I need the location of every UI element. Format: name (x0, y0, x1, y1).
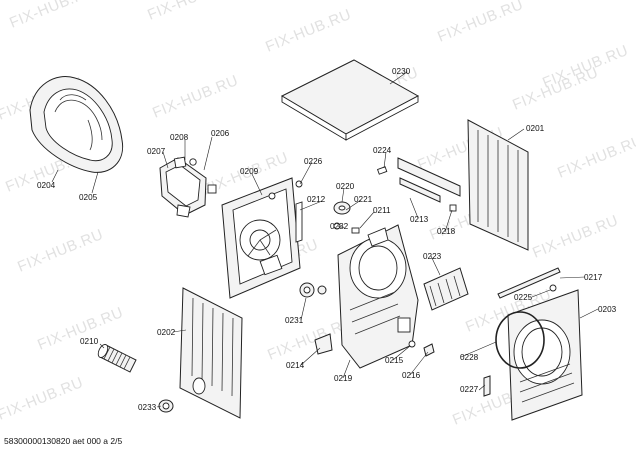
leader-lines (51, 71, 599, 408)
part-label-0201: 0201 (526, 124, 545, 133)
part-label-0210: 0210 (80, 337, 99, 346)
part-label-0207: 0207 (147, 147, 166, 156)
watermark: FIX-HUB.RU (35, 304, 126, 354)
watermark: FIX-HUB.RU (7, 0, 98, 32)
part-label-0214: 0214 (286, 361, 305, 370)
part-label-0227: 0227 (460, 385, 479, 394)
door-gasket-part (495, 311, 545, 369)
part-label-0225: 0225 (514, 293, 533, 302)
bearing-shield-part (337, 224, 419, 369)
exhaust-hose-part (97, 344, 137, 373)
part-label-0226: 0226 (304, 157, 323, 166)
latch-part (483, 375, 491, 397)
part-label-0217: 0217 (584, 273, 603, 282)
part-label-0218: 0218 (437, 227, 456, 236)
fan-pulley-part (299, 282, 327, 298)
part-label-0202: 0202 (157, 328, 176, 337)
watermark: FIX-HUB.RU (435, 0, 526, 46)
part-label-0208: 0208 (170, 133, 189, 142)
watermark: FIX-HUB.RU (263, 6, 354, 56)
part-label-0216: 0216 (402, 371, 421, 380)
watermark: FIX-HUB.RU (530, 212, 621, 262)
sensor-cluster-part (333, 201, 360, 234)
top-cover-part (280, 59, 420, 141)
part-label-0213: 0213 (410, 215, 429, 224)
watermark: FIX-HUB.RU (555, 132, 636, 182)
foot-cap-part (158, 399, 174, 413)
part-label-0209: 0209 (240, 167, 259, 176)
control-module-part (159, 156, 217, 218)
part-label-0211: 0211 (373, 206, 391, 215)
watermark: FIX-HUB.RU (150, 72, 241, 122)
rear-panel-part (221, 177, 301, 299)
watermark: FIX-HUB.RU (145, 0, 236, 24)
part-label-0215: 0215 (385, 356, 404, 365)
part-label-0206: 0206 (211, 129, 230, 138)
diagram-footer: 58300000130820 aet 000 a 2/5 (4, 436, 122, 446)
part-label-0204: 0204 (37, 181, 56, 190)
top-bracket-part (376, 157, 461, 212)
part-label-0224: 0224 (373, 146, 392, 155)
part-label-0220: 0220 (336, 182, 355, 191)
door-seal-part (29, 76, 124, 173)
part-number-labels: 0204 0205 0207 0208 0206 0209 0230 0201 … (37, 67, 617, 412)
trim-strip-part (497, 267, 561, 299)
part-label-0205: 0205 (79, 193, 98, 202)
part-label-0219: 0219 (334, 374, 353, 383)
watermark: FIX-HUB.RU (0, 374, 86, 424)
part-label-0212: 0212 (307, 195, 326, 204)
part-label-0228: 0228 (460, 353, 479, 362)
part-label-0231: 0231 (285, 316, 304, 325)
screw-parts (408, 340, 435, 357)
small-fastener-parts (295, 180, 303, 243)
part-label-0223: 0223 (423, 252, 442, 261)
part-label-0221: 0221 (354, 195, 373, 204)
side-panel-right-part (467, 119, 529, 251)
part-label-0232: 0232 (330, 222, 349, 231)
part-label-0233: 0233 (138, 403, 157, 412)
part-label-0203: 0203 (598, 305, 617, 314)
watermark: FIX-HUB.RU (15, 226, 106, 276)
part-label-0230: 0230 (392, 67, 411, 76)
side-panel-left-part (179, 287, 243, 419)
filter-part (423, 267, 469, 311)
